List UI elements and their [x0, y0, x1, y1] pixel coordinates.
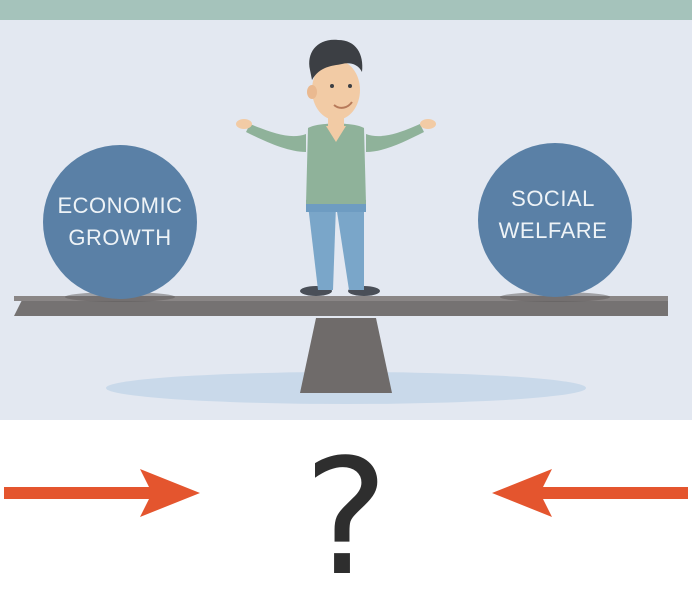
left-ball-line-2: GROWTH: [68, 225, 171, 250]
arrow-right-icon: [4, 469, 200, 517]
left-ball-line-1: ECONOMIC: [58, 193, 183, 218]
top-band: [0, 0, 692, 20]
arrow-left-icon: [492, 469, 688, 517]
economic-growth-ball: ECONOMIC GROWTH: [43, 145, 197, 302]
social-welfare-ball: SOCIAL WELFARE: [478, 143, 632, 302]
right-ball-line-1: SOCIAL: [511, 186, 595, 211]
person-shrug-icon: [236, 39, 436, 296]
question-mark: ?: [303, 424, 389, 611]
right-ball-line-2: WELFARE: [499, 218, 608, 243]
fulcrum-icon: [300, 318, 392, 393]
